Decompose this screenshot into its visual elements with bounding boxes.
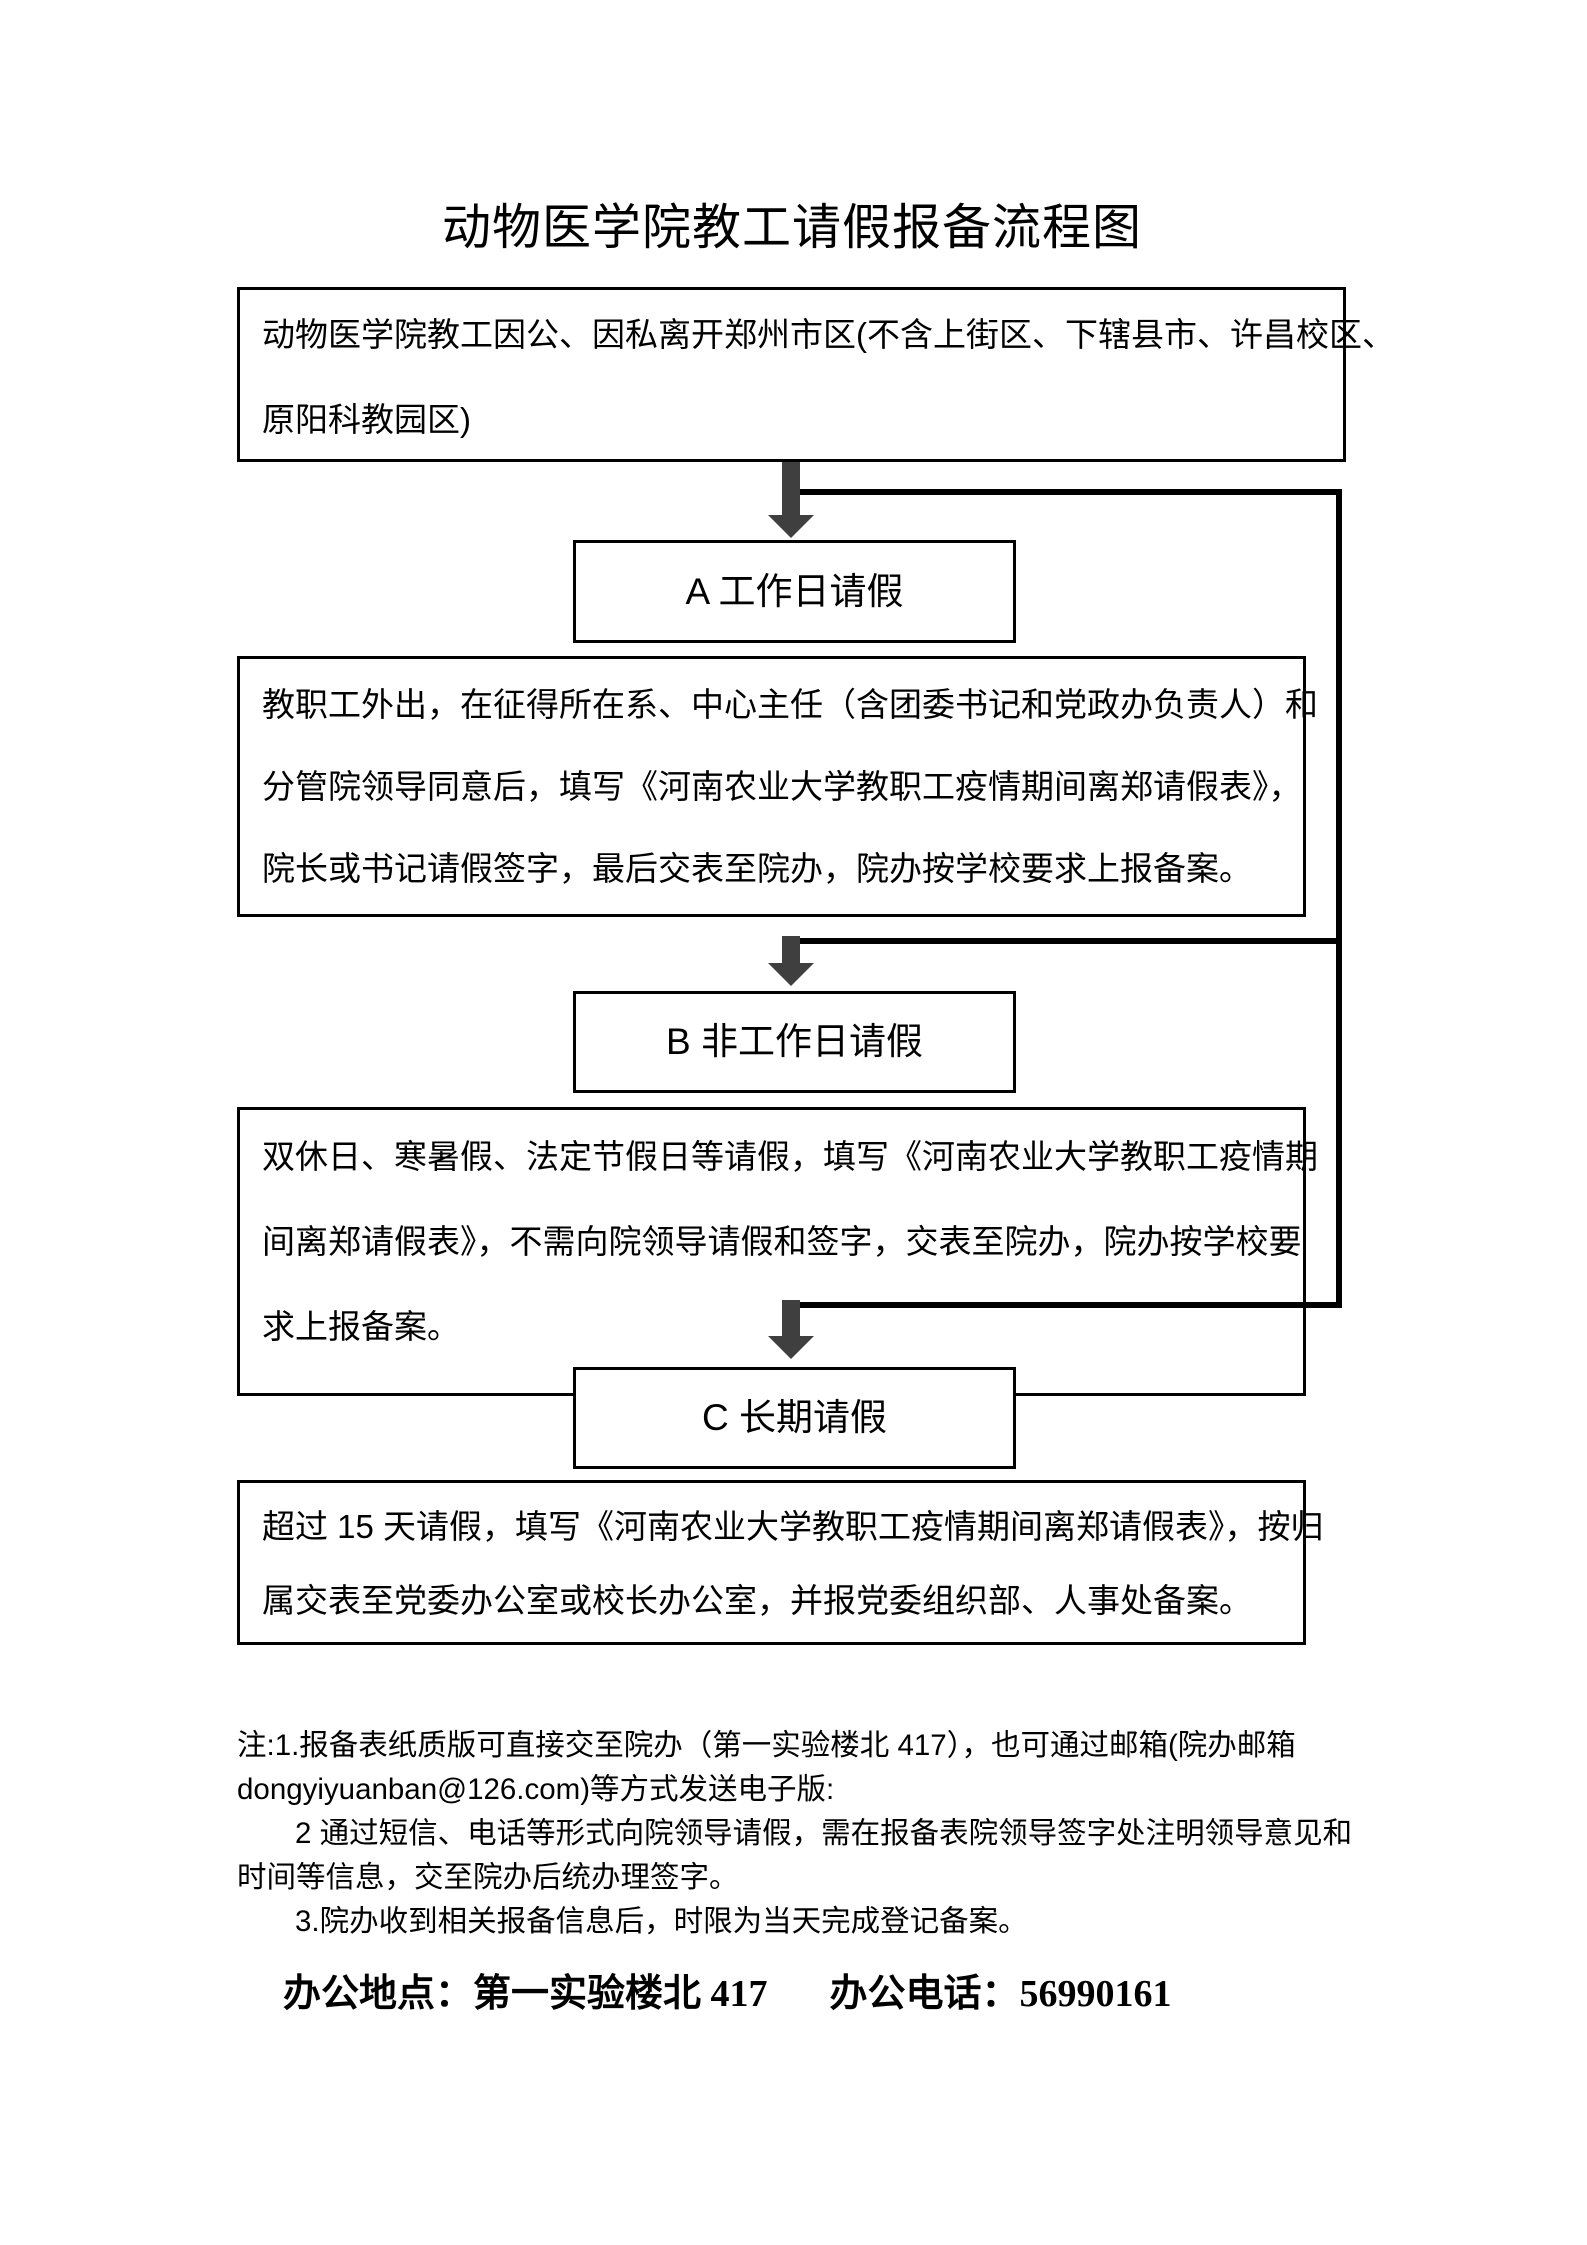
- note-line-4: 时间等信息，交至院办后统办理签字。: [237, 1861, 739, 1894]
- note-line-1: 注:1.报备表纸质版可直接交至院办（第一实验楼北 417），也可通过邮箱(院办邮…: [237, 1729, 1296, 1762]
- branch-c-label: C 长期请假: [702, 1397, 887, 1438]
- flow-start-box: 动物医学院教工因公、因私离开郑州市区(不含上街区、下辖县市、许昌校区、 原阳科教…: [237, 287, 1395, 462]
- flow-box-a-label: A 工作日请假: [573, 540, 1016, 643]
- start-box-line: 原阳科教园区): [262, 401, 471, 438]
- connector-line-middle: [797, 938, 1342, 944]
- branch-c-desc-line: 属交表至党委办公室或校长办公室，并报党委组织部、人事处备案。: [262, 1582, 1252, 1619]
- down-arrow-2-shaft: [782, 936, 800, 963]
- down-arrow-3-icon: [768, 1336, 814, 1359]
- note-line-3: 2 通过短信、电话等形式向院领导请假，需在报备表院领导签字处注明领导意见和: [295, 1817, 1353, 1850]
- flow-box-a-description: 教职工外出，在征得所在系、中心主任（含团委书记和党政办负责人）和 分管院领导同意…: [237, 656, 1318, 917]
- branch-a-desc-line: 院长或书记请假签字，最后交表至院办，院办按学校要求上报备案。: [262, 850, 1252, 887]
- connector-line-top: [797, 489, 1342, 495]
- branch-b-desc-line: 求上报备案。: [262, 1308, 460, 1345]
- flow-box-c-label: C 长期请假: [573, 1367, 1016, 1469]
- office-info-footer: 办公地点：第一实验楼北 417 办公电话：56990161: [283, 1968, 1383, 2020]
- down-arrow-1-icon: [768, 515, 814, 538]
- flow-box-b-label: B 非工作日请假: [573, 991, 1016, 1093]
- branch-a-label: A 工作日请假: [685, 571, 904, 612]
- branch-b-desc-line: 双休日、寒暑假、法定节假日等请假，填写《河南农业大学教职工疫情期: [262, 1138, 1318, 1175]
- down-arrow-1-shaft: [782, 462, 800, 515]
- start-box-line: 动物医学院教工因公、因私离开郑州市区(不含上街区、下辖县市、许昌校区、: [262, 316, 1395, 353]
- branch-b-desc-line: 间离郑请假表》，不需向院领导请假和签字，交表至院办，院办按学校要: [262, 1223, 1302, 1260]
- office-location: 办公地点：第一实验楼北 417: [283, 1973, 768, 2015]
- branch-c-desc-line: 超过 15 天请假，填写《河南农业大学教职工疫情期间离郑请假表》，按归: [262, 1508, 1324, 1545]
- page-title: 动物医学院教工请假报备流程图: [441, 201, 1142, 255]
- connector-line-right-vertical: [1336, 489, 1342, 1308]
- notes-block: 注:1.报备表纸质版可直接交至院办（第一实验楼北 417），也可通过邮箱(院办邮…: [237, 1724, 1437, 1944]
- office-phone: 办公电话：56990161: [829, 1973, 1172, 2015]
- connector-line-bottom: [797, 1302, 1342, 1308]
- down-arrow-3-shaft: [782, 1300, 800, 1336]
- branch-a-desc-line: 分管院领导同意后，填写《河南农业大学教职工疫情期间离郑请假表》，: [262, 768, 1302, 805]
- branch-b-label: B 非工作日请假: [666, 1021, 923, 1062]
- flow-box-c-description: 超过 15 天请假，填写《河南农业大学教职工疫情期间离郑请假表》，按归 属交表至…: [237, 1480, 1324, 1645]
- branch-a-desc-line: 教职工外出，在征得所在系、中心主任（含团委书记和党政办负责人）和: [262, 686, 1318, 723]
- down-arrow-2-icon: [768, 963, 814, 986]
- note-line-5: 3.院办收到相关报备信息后，时限为当天完成登记备案。: [295, 1905, 1028, 1938]
- note-line-2: dongyiyuanban@126.com)等方式发送电子版:: [237, 1773, 835, 1806]
